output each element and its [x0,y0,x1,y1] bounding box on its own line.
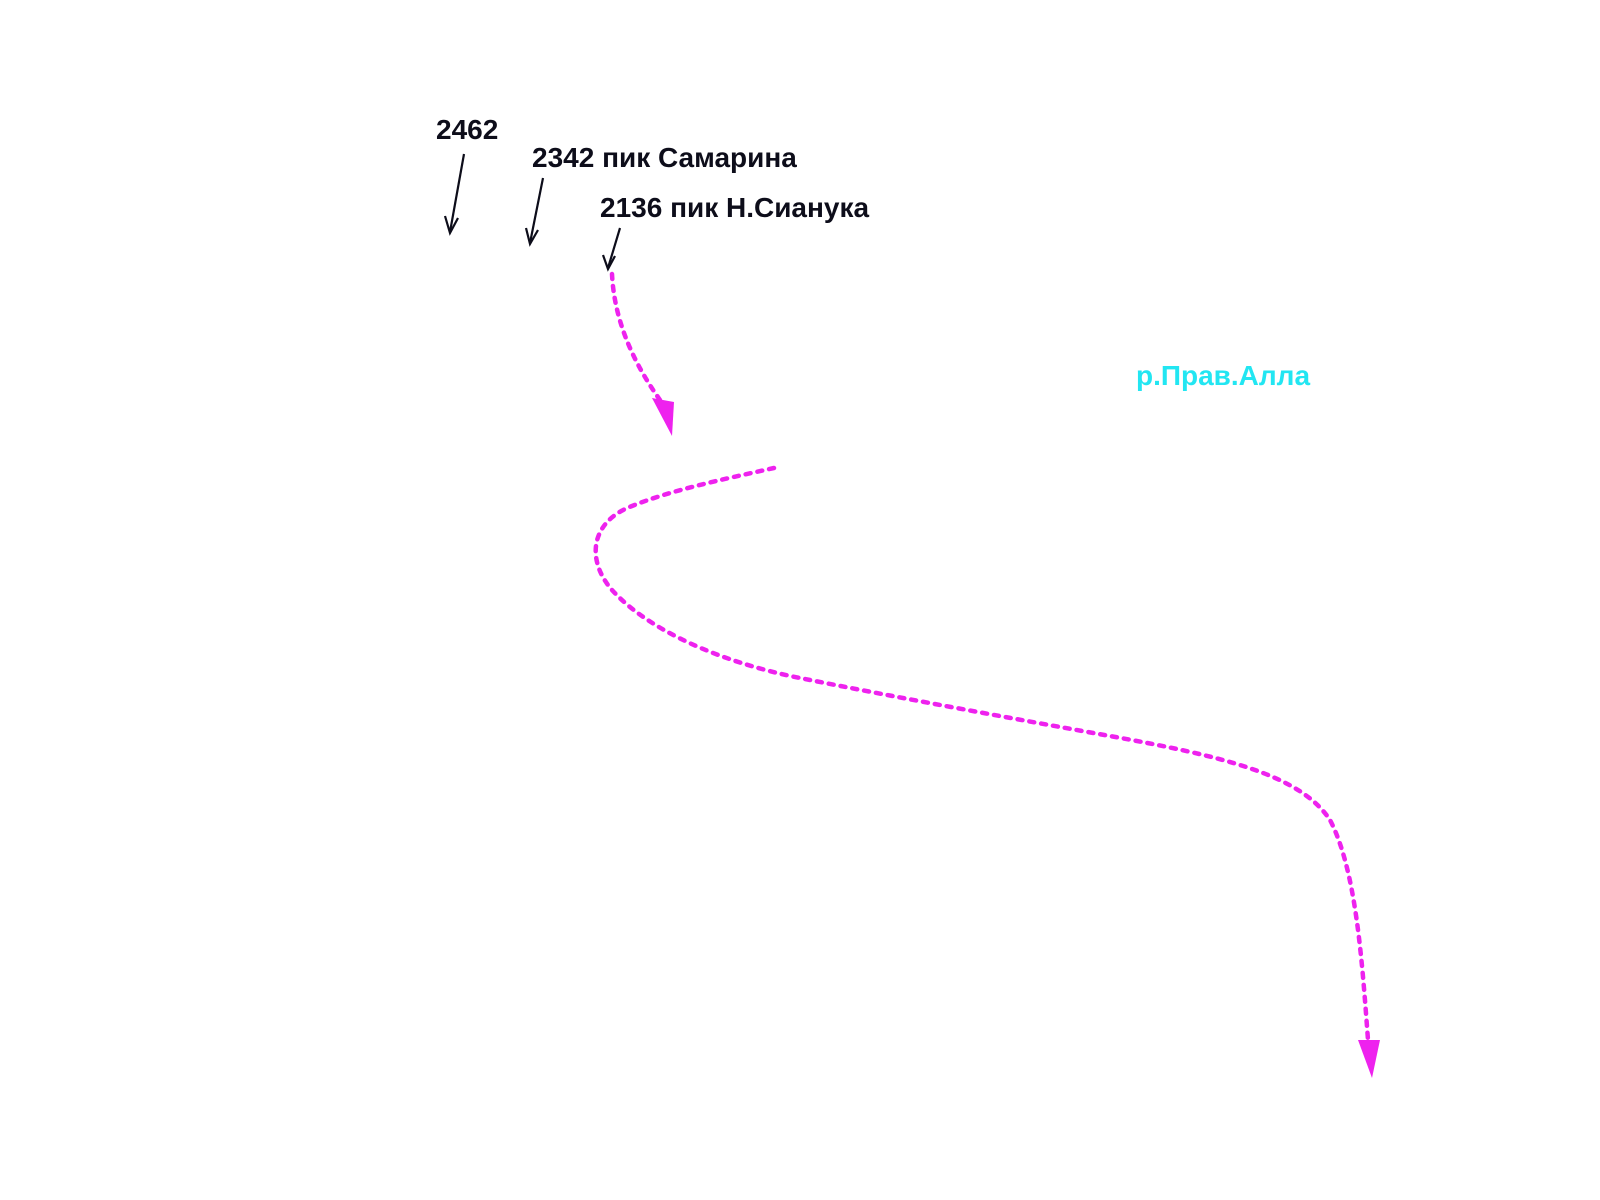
route-arrowhead-icon [652,398,674,436]
peak-2462-pointer-arrow [448,153,466,233]
route-dotted-line [609,271,663,403]
route-segment-winding [593,465,1380,1078]
peak-2342-pointer-arrow [528,177,545,244]
peak-2136-arrowhead [601,254,616,272]
peak-2342-arrowhead [524,227,539,247]
route-dotted-line [593,465,1371,1043]
route-arrowhead-icon [1358,1040,1380,1078]
river-label: р.Прав.Алла [1136,360,1311,391]
peak-label-sianuka: 2136 пик Н.Сианука [600,192,870,223]
peak-2462-arrowhead [443,215,459,236]
peak-2136-pointer-arrow [606,227,622,269]
route-segment-descent [609,271,674,436]
peak-label-samarina: 2342 пик Самарина [532,142,797,173]
peak-pointers [443,153,622,272]
peak-label-2462: 2462 [436,114,499,145]
